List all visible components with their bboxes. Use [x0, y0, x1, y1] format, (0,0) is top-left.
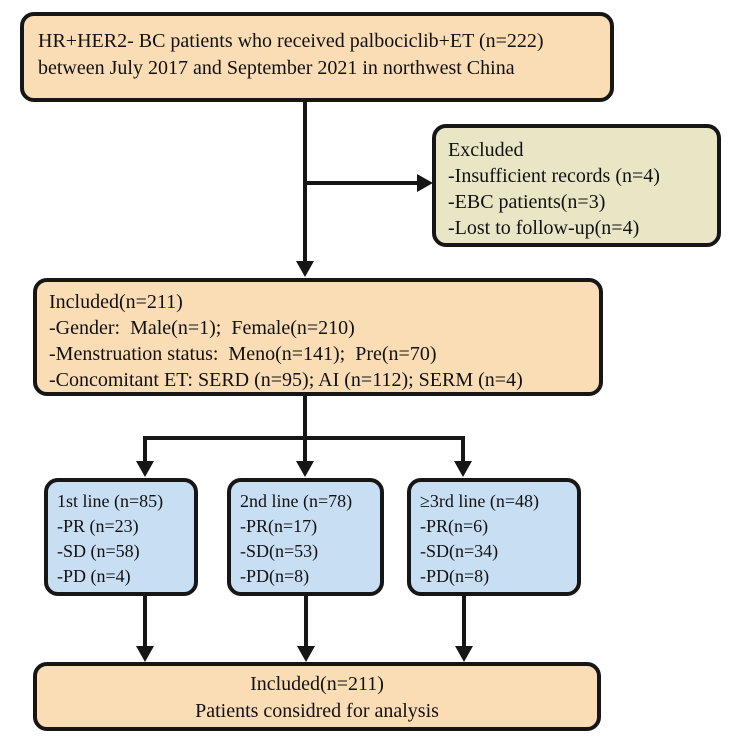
arrow-source-to-included-head: [296, 261, 314, 277]
excluded-reason-3: -Lost to follow-up(n=4): [448, 217, 640, 239]
included-gender: -Gender: Male(n=1); Female(n=210): [49, 317, 355, 339]
included-menstruation: -Menstruation status: Meno(n=141); Pre(n…: [49, 343, 437, 365]
source-line-2: between July 2017 and September 2021 in …: [38, 57, 515, 79]
second-line-pr: -PR(n=17): [240, 516, 318, 536]
final-analysis-box: Included(n=211) Patients considred for a…: [33, 662, 601, 731]
included-concomitant-et: -Concomitant ET: SERD (n=95); AI (n=112)…: [49, 369, 523, 391]
arrow-hub-to-first-line-head: [136, 461, 154, 477]
excluded-title: Excluded: [448, 139, 524, 161]
excluded-reason-1: -Insufficient records (n=4): [448, 165, 660, 187]
second-line-pd: -PD(n=8): [240, 566, 310, 586]
third-line-pd: -PD(n=8): [420, 566, 490, 586]
arrow-first-to-final-head: [136, 646, 154, 662]
arrow-hub-to-third-line-head: [454, 461, 472, 477]
third-line-pr: -PR(n=6): [420, 516, 489, 536]
included-title: Included(n=211): [49, 291, 183, 313]
arrow-second-to-final-head: [297, 646, 315, 662]
first-line-pd: -PD (n=4): [57, 566, 131, 586]
first-line-title: 1st line (n=85): [57, 491, 164, 511]
third-line-box: ≥3rd line (n=48) -PR(n=6) -SD(n=34) -PD(…: [407, 478, 581, 596]
arrow-third-to-final-head: [455, 646, 473, 662]
final-title: Included(n=211): [250, 673, 384, 695]
second-line-box: 2nd line (n=78) -PR(n=17) -SD(n=53) -PD(…: [227, 478, 384, 596]
first-line-pr: -PR (n=23): [57, 516, 139, 536]
final-subtitle: Patients considred for analysis: [195, 700, 439, 722]
second-line-title: 2nd line (n=78): [240, 491, 353, 511]
included-box: Included(n=211) -Gender: Male(n=1); Fema…: [33, 278, 603, 396]
arrow-hub-to-second-line-head: [296, 461, 314, 477]
first-line-sd: -SD (n=58): [57, 541, 140, 561]
second-line-sd: -SD(n=53): [240, 541, 319, 561]
first-line-box: 1st line (n=85) -PR (n=23) -SD (n=58) -P…: [44, 478, 198, 596]
source-line-1: HR+HER2- BC patients who received palboc…: [38, 30, 544, 52]
third-line-title: ≥3rd line (n=48): [420, 491, 540, 511]
excluded-box: Excluded -Insufficient records (n=4) -EB…: [432, 124, 721, 247]
excluded-reason-2: -EBC patients(n=3): [448, 191, 606, 213]
arrow-to-excluded-head: [417, 174, 433, 192]
third-line-sd: -SD(n=34): [420, 541, 499, 561]
source-population-box: HR+HER2- BC patients who received palboc…: [20, 12, 614, 102]
